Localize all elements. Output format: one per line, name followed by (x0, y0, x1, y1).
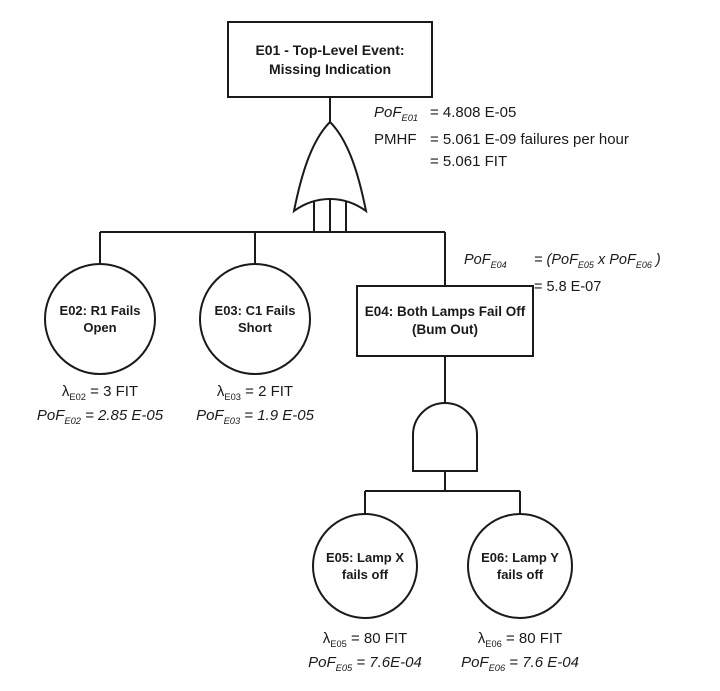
e06-label-line1: E06: Lamp Y (481, 549, 559, 565)
e06-pof-value: = 7.6 E-04 (505, 653, 579, 671)
e06-label: E06: Lamp Y fails off (468, 514, 572, 618)
e04-formula-prefix: = ( (534, 252, 552, 268)
e05-lambda-value: = 80 FIT (346, 630, 408, 647)
e06-lambda-sub: E06 (485, 639, 502, 649)
e04-result-value: = 5.8 E-07 (534, 278, 602, 295)
e02-stats: λE02 = 3 FIT PoFE02 = 2.85 E-05 (18, 381, 182, 429)
e03-lambda-line: λE03 = 2 FIT (173, 381, 337, 405)
e05-pof-line: PoFE05 = 7.6E-04 (283, 652, 447, 676)
e06-lambda-base: λ (477, 630, 486, 647)
e06-lambda-line: λE06 = 80 FIT (438, 628, 602, 652)
event-box-e01 (227, 21, 433, 98)
e05-lambda-sub: E05 (330, 639, 347, 649)
e02-lambda-sub: E02 (69, 392, 86, 402)
e06-label-line2: fails off (496, 567, 544, 582)
e06-pof-line: PoFE06 = 7.6 E-04 (438, 652, 602, 676)
e04-formula-f1-sub: E05 (577, 259, 594, 270)
e04-formula-suffix: ) (651, 252, 661, 268)
e03-stats: λE03 = 2 FIT PoFE03 = 1.9 E-05 (173, 381, 337, 429)
e01-pof-value: = 4.808 E-05 (430, 104, 517, 121)
e04-label: E04: Both Lamps Fail Off (Bum Out) (359, 288, 531, 354)
e02-label-line1: E02: R1 Fails (59, 302, 141, 318)
e01-pof-label: PoFE01 (374, 102, 430, 129)
e06-pof-base: PoF (461, 653, 489, 671)
e04-annotation-empty-cell (464, 276, 534, 298)
e03-lambda-value: = 2 FIT (240, 383, 294, 400)
e01-annotation: PoFE01 = 4.808 E-05 PMHF = 5.061 E-09 fa… (374, 102, 629, 173)
e04-label-line2: (Bum Out) (412, 322, 478, 337)
e05-label-line2: fails off (341, 567, 389, 582)
e06-stats: λE06 = 80 FIT PoFE06 = 7.6 E-04 (438, 628, 602, 676)
e02-pof-sub: E02 (64, 415, 81, 426)
e05-lambda-base: λ (322, 630, 331, 647)
event-box-e04 (356, 285, 534, 357)
e03-lambda-base: λ (216, 383, 225, 400)
e05-pof-base: PoF (308, 653, 336, 671)
e04-formula-f1-base: PoF (551, 252, 578, 268)
e03-pof-sub: E03 (223, 415, 241, 426)
e01-annotation-empty-cell (374, 151, 430, 173)
e02-lambda-base: λ (61, 383, 70, 400)
e02-pof-value: = 2.85 E-05 (80, 406, 164, 424)
e06-pof-sub: E06 (488, 662, 506, 673)
e03-label-line1: E03: C1 Fails (214, 302, 296, 318)
e03-pof-line: PoFE03 = 1.9 E-05 (173, 405, 337, 429)
e03-pof-base: PoF (196, 406, 224, 424)
e05-pof-value: = 7.6E-04 (352, 653, 422, 671)
e01-pmhf-value: = 5.061 E-09 failures per hour (430, 131, 629, 148)
e04-formula: = (PoFE05 x PoFE06 ) (534, 249, 661, 276)
e03-lambda-sub: E03 (224, 392, 241, 402)
e02-pof-base: PoF (36, 406, 65, 424)
e02-lambda-value: = 3 FIT (85, 383, 139, 400)
e03-pof-value: = 1.9 E-05 (240, 406, 314, 424)
e04-annotation: PoFE04 = (PoFE05 x PoFE06 ) = 5.8 E-07 (464, 249, 661, 298)
basic-event-circle-e03 (199, 263, 311, 375)
e04-pof-sub: E04 (490, 259, 507, 270)
e03-label-line2: Short (238, 320, 272, 335)
e01-pof-base: PoF (374, 104, 402, 121)
e02-label: E02: R1 Fails Open (48, 267, 152, 371)
e01-label: E01 - Top-Level Event: Missing Indicatio… (230, 24, 430, 95)
e06-lambda-value: = 80 FIT (501, 630, 563, 647)
and-gate (412, 402, 478, 472)
e05-stats: λE05 = 80 FIT PoFE05 = 7.6E-04 (283, 628, 447, 676)
e01-fit-value: = 5.061 FIT (430, 153, 508, 170)
e02-pof-line: PoFE02 = 2.85 E-05 (18, 405, 182, 429)
basic-event-circle-e05 (312, 513, 418, 619)
e04-formula-f2-sub: E06 (635, 259, 652, 270)
e05-pof-sub: E05 (335, 662, 353, 673)
e01-pof-sub: E01 (401, 113, 419, 123)
e04-formula-f2-base: PoF (609, 252, 636, 268)
e05-label-line1: E05: Lamp X (325, 549, 405, 565)
e05-label: E05: Lamp X fails off (313, 514, 417, 618)
e02-label-line2: Open (83, 320, 117, 335)
e01-pmhf-label: PMHF (374, 131, 417, 148)
basic-event-circle-e02 (44, 263, 156, 375)
e01-label-line2: Missing Indication (268, 60, 392, 77)
e04-label-line1: E04: Both Lamps Fail Off (364, 304, 526, 320)
e05-lambda-line: λE05 = 80 FIT (283, 628, 447, 652)
e04-pof-base: PoF (464, 252, 491, 268)
e01-label-line1: E01 - Top-Level Event: (255, 42, 405, 59)
or-gate (292, 120, 368, 214)
e02-lambda-line: λE02 = 3 FIT (18, 381, 182, 405)
e04-formula-times: x (593, 252, 610, 268)
e03-label: E03: C1 Fails Short (203, 267, 307, 371)
basic-event-circle-e06 (467, 513, 573, 619)
e04-pof-label: PoFE04 (464, 249, 534, 276)
